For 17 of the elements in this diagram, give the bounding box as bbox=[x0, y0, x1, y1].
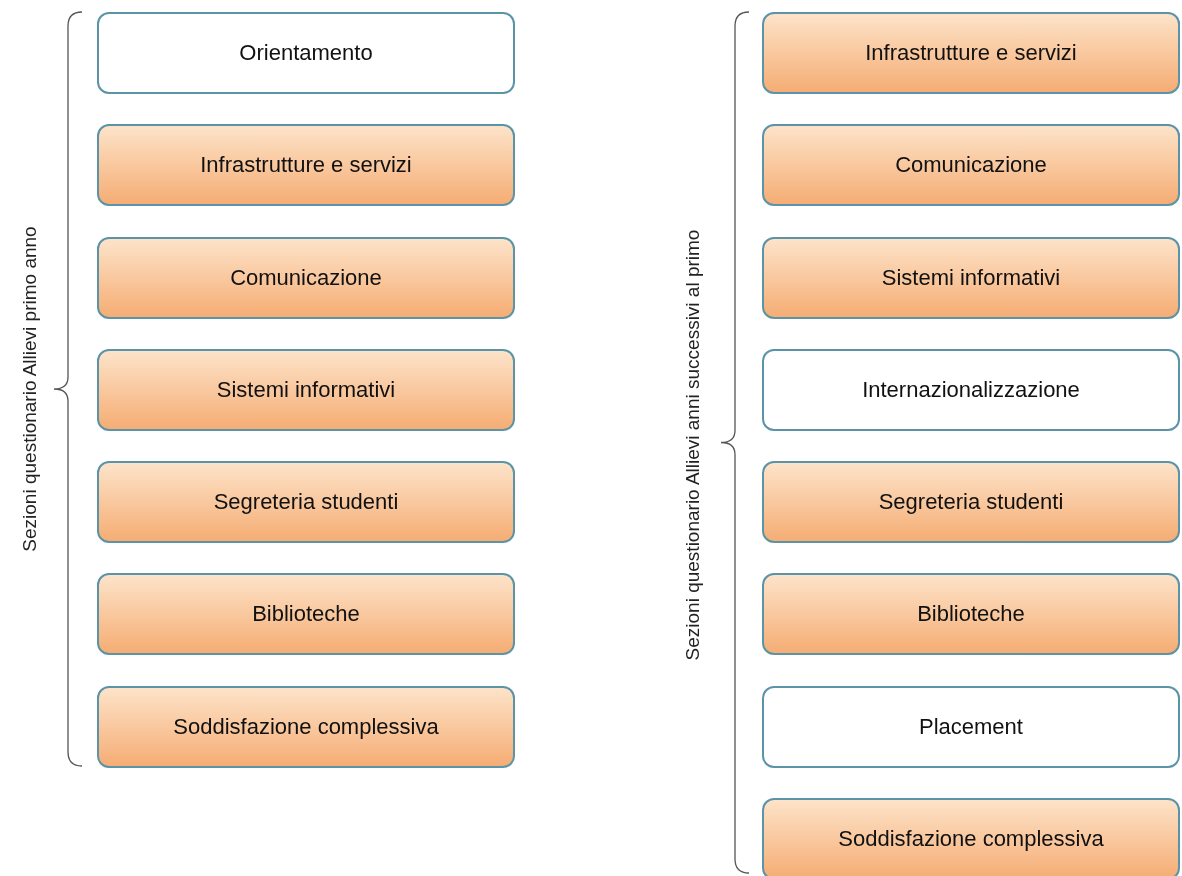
section-box: Segreteria studenti bbox=[97, 461, 515, 543]
section-box: Placement bbox=[762, 686, 1180, 768]
section-box: Orientamento bbox=[97, 12, 515, 94]
section-box: Comunicazione bbox=[97, 237, 515, 319]
section-box: Internazionalizzazione bbox=[762, 349, 1180, 431]
section-box: Infrastrutture e servizi bbox=[762, 12, 1180, 94]
section-box: Comunicazione bbox=[762, 124, 1180, 206]
group-label: Sezioni questionario Allievi anni successivi al primo bbox=[682, 229, 704, 661]
section-box: Soddisfazione complessiva bbox=[97, 686, 515, 768]
group-label: Sezioni questionario Allievi primo anno bbox=[19, 226, 41, 552]
section-box: Sistemi informativi bbox=[762, 237, 1180, 319]
section-box: Soddisfazione complessiva bbox=[762, 798, 1180, 876]
section-box: Infrastrutture e servizi bbox=[97, 124, 515, 206]
section-box: Segreteria studenti bbox=[762, 461, 1180, 543]
section-box: Biblioteche bbox=[97, 573, 515, 655]
section-box: Biblioteche bbox=[762, 573, 1180, 655]
section-box: Sistemi informativi bbox=[97, 349, 515, 431]
